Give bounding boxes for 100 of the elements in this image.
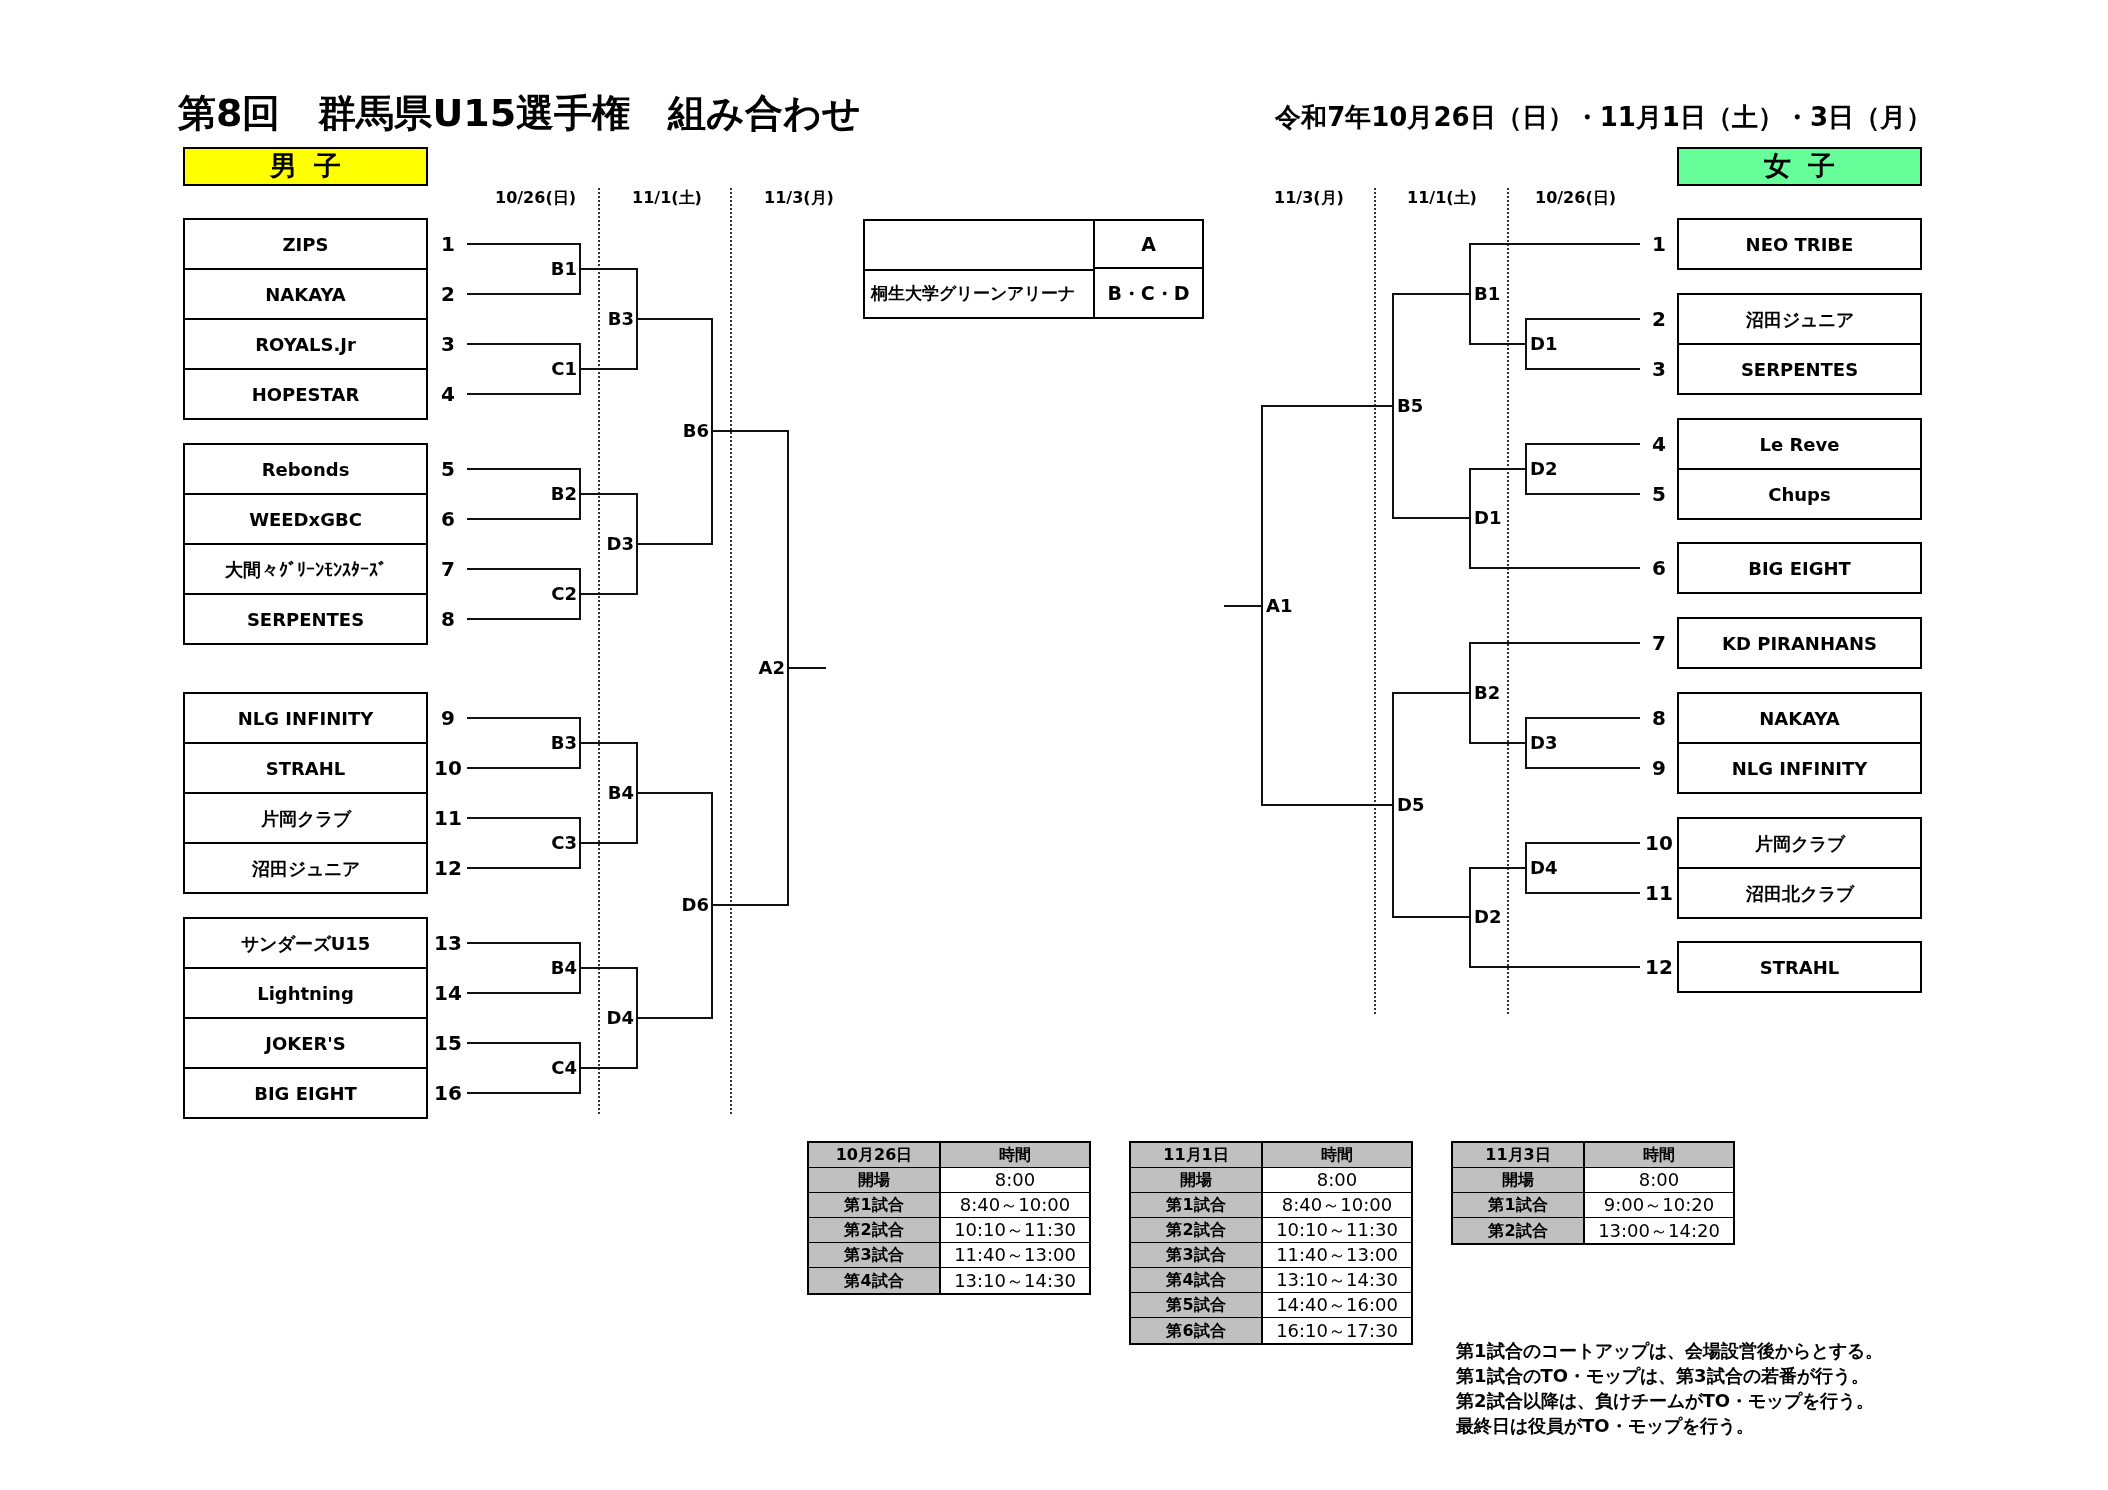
row-header-cell: 第2試合 [809,1218,941,1243]
match-label: B3 [601,306,637,332]
row-header-cell: 第1試合 [1131,1193,1263,1218]
match-label: B2 [1470,680,1506,706]
match-label: D1 [1526,331,1562,357]
seed-number: 13 [433,930,463,956]
round-date: 11/3(月) [1273,190,1345,206]
match-label: D6 [676,892,712,918]
match-label: B4 [601,780,637,806]
match-label: B4 [544,955,580,981]
team-box: ZIPS [183,218,428,270]
team-box: BIG EIGHT [183,1067,428,1119]
row-header-cell: 第4試合 [809,1268,941,1293]
seed-number: 1 [1651,231,1667,257]
match-label: C3 [544,830,580,856]
bracket-line [1392,692,1471,806]
seed-number: 10 [433,755,463,781]
team-box: STRAHL [1677,941,1922,993]
match-label: D2 [1470,904,1506,930]
seed-number: 8 [1651,705,1667,731]
seed-number: 14 [433,980,463,1006]
team-box: KD PIRANHANS [1677,617,1922,669]
team-box: BIG EIGHT [1677,542,1922,594]
row-header-cell: 第1試合 [1453,1193,1585,1218]
team-box: JOKER'S [183,1017,428,1069]
bracket-line [579,1017,638,1069]
seed-number: 11 [433,805,463,831]
header-cell: 10月26日 [809,1143,941,1168]
team-box: 片岡クラブ [183,792,428,844]
match-label: B6 [676,418,712,444]
team-box: WEEDxGBC [183,493,428,545]
bracket-line [579,493,638,545]
venue-cell: B・C・D [1093,269,1202,317]
match-label: D4 [601,1005,637,1031]
bracket-line [1469,692,1527,744]
match-label: D2 [1526,456,1562,482]
team-box: NEO TRIBE [1677,218,1922,270]
header-cell: 時間 [1263,1143,1411,1168]
row-header-cell: 第3試合 [1131,1243,1263,1268]
seed-number: 7 [440,556,456,582]
row-header-cell: 開場 [809,1168,941,1193]
seed-number: 9 [1651,755,1667,781]
round-date: 10/26(日) [495,190,575,206]
bracket-line [1261,405,1394,607]
match-label: B3 [544,730,580,756]
team-box: NLG INFINITY [183,692,428,744]
seed-number: 15 [433,1030,463,1056]
seed-number: 1 [440,231,456,257]
team-box: Rebonds [183,443,428,495]
match-label: D3 [1526,730,1562,756]
match-label: A2 [752,655,788,681]
note-text: 第1試合のコートアップは、会場設営後からとする。 [1456,1340,1883,1362]
seed-number: 2 [1651,306,1667,332]
team-box: NLG INFINITY [1677,742,1922,794]
match-label: B5 [1393,393,1429,419]
seed-number: 4 [1651,431,1667,457]
bracket-line [1392,293,1471,407]
header-cell: 11月3日 [1453,1143,1585,1168]
round-date: 11/3(月) [763,190,835,206]
bracket-line [636,904,713,1019]
seed-number: 8 [440,606,456,632]
match-label: B1 [1470,281,1506,307]
team-box: 片岡クラブ [1677,817,1922,869]
seed-number: 9 [440,705,456,731]
match-label: C4 [544,1055,580,1081]
seed-number: 6 [1651,555,1667,581]
note-text: 第1試合のTO・モップは、第3試合の若番が行う。 [1456,1365,1870,1387]
row-header-cell: 開場 [1131,1168,1263,1193]
seed-number: 6 [440,506,456,532]
seed-number: 3 [1651,356,1667,382]
team-box: SERPENTES [183,593,428,645]
bracket-line [711,667,789,906]
venue-cell: A [1093,221,1202,269]
seed-number: 10 [1644,830,1674,856]
team-box: Le Reve [1677,418,1922,470]
bracket-line [636,318,713,432]
match-label: D1 [1470,505,1506,531]
seed-number: 12 [1644,954,1674,980]
seed-number: 5 [440,456,456,482]
row-header-cell: 第1試合 [809,1193,941,1218]
team-box: STRAHL [183,742,428,794]
match-label: B2 [544,481,580,507]
seed-number: 5 [1651,481,1667,507]
row-header-cell: 第5試合 [1131,1293,1263,1318]
team-box: Chups [1677,468,1922,520]
section-header: 女子 [1677,147,1922,186]
team-box: 沼田北クラブ [1677,867,1922,919]
row-header-cell: 第2試合 [1453,1218,1585,1243]
note-text: 第2試合以降は、負けチームがTO・モップを行う。 [1456,1390,1876,1412]
round-date: 11/1(土) [1406,190,1478,206]
team-box: 沼田ジュニア [1677,293,1922,345]
bracket-line [636,792,713,906]
team-box: 沼田ジュニア [183,842,428,894]
bracket-line [579,543,638,595]
team-box: SERPENTES [1677,343,1922,395]
bracket-line [579,318,638,370]
match-label: D4 [1526,855,1562,881]
team-box: HOPESTAR [183,368,428,420]
seed-number: 12 [433,855,463,881]
row-header-cell: 第2試合 [1131,1218,1263,1243]
